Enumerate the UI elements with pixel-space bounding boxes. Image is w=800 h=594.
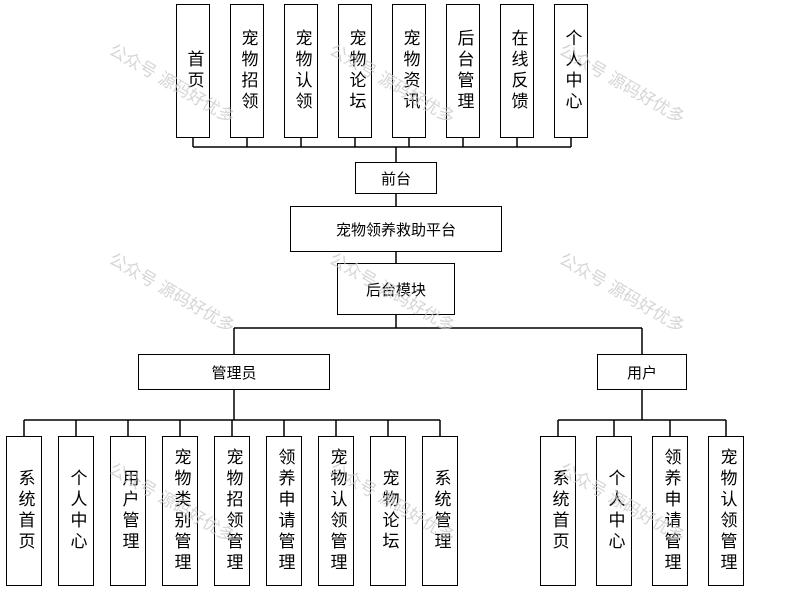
platform-node: 宠物领养救助平台 xyxy=(290,206,502,252)
user-node: 用户 xyxy=(597,354,687,390)
admin-item-adoption-application-management: 领养申请管理 xyxy=(266,436,302,586)
front-item-home: 首页 xyxy=(176,4,210,138)
admin-item-user-management: 用户管理 xyxy=(110,436,146,586)
front-item-pet-found: 宠物招领 xyxy=(230,4,264,138)
admin-node: 管理员 xyxy=(138,354,330,390)
admin-item-system-home: 系统首页 xyxy=(6,436,42,586)
front-node: 前台 xyxy=(355,162,437,194)
admin-item-pet-found-management: 宠物招领管理 xyxy=(214,436,250,586)
admin-item-system-management: 系统管理 xyxy=(422,436,458,586)
front-item-admin-panel: 后台管理 xyxy=(446,4,480,138)
front-item-pet-claim: 宠物认领 xyxy=(284,4,318,138)
front-item-online-feedback: 在线反馈 xyxy=(500,4,534,138)
user-item-system-home: 系统首页 xyxy=(540,436,576,586)
admin-item-pet-claim-management: 宠物认领管理 xyxy=(318,436,354,586)
user-item-personal-center: 个人中心 xyxy=(596,436,632,586)
admin-item-pet-forum: 宠物论坛 xyxy=(370,436,406,586)
user-item-pet-claim-management: 宠物认领管理 xyxy=(708,436,744,586)
backend-node: 后台模块 xyxy=(337,263,455,315)
admin-item-personal-center: 个人中心 xyxy=(58,436,94,586)
front-item-pet-news: 宠物资讯 xyxy=(392,4,426,138)
admin-item-pet-category-management: 宠物类别管理 xyxy=(162,436,198,586)
front-item-personal-center: 个人中心 xyxy=(554,4,588,138)
user-item-adoption-application-management: 领养申请管理 xyxy=(652,436,688,586)
front-item-pet-forum: 宠物论坛 xyxy=(338,4,372,138)
